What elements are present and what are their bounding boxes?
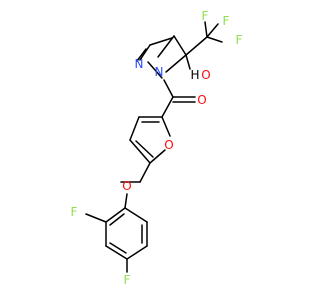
oxygen-atom-label: O [197,93,206,107]
fluorine-atom-label: F [236,33,243,47]
fluorine-atom-label: F [71,205,78,219]
hydrogen-atom-label: H [190,68,199,82]
oxygen-atom-label: O [201,68,210,82]
bond [105,245,128,260]
bonds [85,21,223,273]
bond [147,61,163,79]
bond [206,23,219,38]
fluorine-atom-label: F [124,273,131,287]
bond [139,162,151,183]
bond [124,193,128,209]
bond [124,207,148,223]
structure-diagram: F F F H O N N O O O F F [71,9,243,287]
bond [173,35,187,56]
oxygen-atom-label: O [164,138,173,152]
oxygen-atom-label: O [122,179,131,193]
bond [185,36,208,56]
bond [139,44,151,61]
fluorine-atom-label: F [202,9,209,23]
bond [109,242,127,254]
bond [157,35,175,58]
fluorine-atom-label: F [223,14,230,28]
bond [161,96,174,118]
bond [161,116,171,137]
bond [136,48,147,62]
bond [109,213,125,226]
bond [204,21,208,38]
bond [149,149,166,164]
atom-labels: F F F H O N N O O O F F [71,9,243,287]
bond [129,116,140,141]
molecule-canvas: F F F H O N N O O O F F [71,9,243,287]
bond [129,139,151,164]
bond [85,213,107,223]
bond [206,36,223,43]
bond [185,54,191,70]
bond [163,79,174,98]
bond [105,207,126,223]
bond [126,245,148,260]
bond [135,140,154,158]
bond [165,54,187,73]
nitrogen-atom-label: N [135,57,144,71]
bond [149,37,173,46]
nitrogen-atom-label: N [155,65,164,79]
